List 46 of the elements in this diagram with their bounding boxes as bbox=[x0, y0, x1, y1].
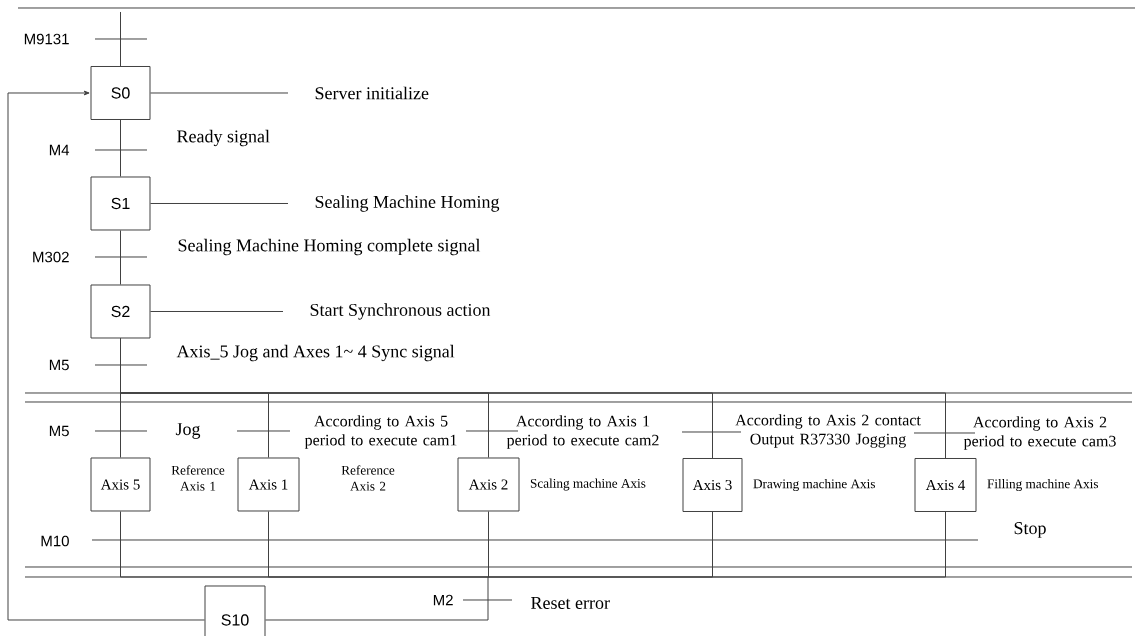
axis-description: Reference Axis 2 bbox=[341, 465, 395, 491]
transition-description: Jog bbox=[175, 423, 201, 439]
transition-label: M5 bbox=[49, 425, 69, 437]
step-box: S0 bbox=[90, 66, 151, 120]
connector-line bbox=[150, 92, 289, 94]
step-box: Axis 3 bbox=[682, 458, 743, 512]
connector-line bbox=[150, 203, 289, 204]
connector-line bbox=[268, 511, 489, 578]
action-text: Start Synchronous action bbox=[310, 303, 491, 320]
transition-label: M302 bbox=[33, 251, 69, 263]
transition-description: According to Axis 5 period to execute cam1 bbox=[304, 415, 457, 449]
step-box: S10 bbox=[204, 585, 266, 636]
connector-line bbox=[487, 511, 946, 578]
step-box: Axis 4 bbox=[914, 458, 977, 512]
transition-description: Ready signal bbox=[177, 129, 270, 147]
step-box: Axis 5 bbox=[90, 457, 151, 512]
transition-label: M2 bbox=[433, 594, 453, 606]
connector-line bbox=[150, 311, 284, 312]
connector-line bbox=[265, 576, 489, 621]
transition-label: M10 bbox=[41, 535, 69, 547]
connector-line bbox=[120, 119, 121, 177]
transition-label: M9131 bbox=[24, 33, 69, 45]
connector-line bbox=[7, 90, 205, 621]
axis-description: Reference Axis 1 bbox=[171, 465, 225, 491]
transition-label: M4 bbox=[49, 144, 70, 156]
transition-description: Reset error bbox=[531, 597, 610, 609]
step-box: Axis 2 bbox=[457, 457, 520, 512]
transition-description: Axis_5 Jog and Axes 1~ 4 Sync signal bbox=[176, 344, 455, 362]
axis-description: Filling machine Axis bbox=[987, 479, 1098, 491]
step-box: S2 bbox=[90, 284, 151, 339]
step-box: Axis 1 bbox=[237, 457, 300, 512]
step-box: S1 bbox=[90, 176, 151, 231]
transition-description: According to Axis 2 contact Output R37330 Jogging bbox=[735, 414, 921, 448]
axis-description: Drawing machine Axis bbox=[753, 479, 875, 491]
connector-line bbox=[120, 11, 121, 67]
transition-description: Sealing Machine Homing complete signal bbox=[178, 238, 481, 256]
transition-description: Stop bbox=[1014, 522, 1046, 538]
connector-line bbox=[120, 338, 946, 459]
transition-label: M5 bbox=[49, 359, 69, 371]
axis-description: Scaling machine Axis bbox=[530, 478, 646, 491]
connector-line bbox=[120, 230, 121, 285]
transition-description: According to Axis 1 period to execute cam2 bbox=[506, 415, 659, 449]
connector-line bbox=[487, 511, 489, 578]
action-text: Server initialize bbox=[315, 86, 429, 100]
action-text: Sealing Machine Homing bbox=[315, 195, 500, 212]
transition-description: According to Axis 2 period to execute cam3 bbox=[963, 416, 1116, 450]
